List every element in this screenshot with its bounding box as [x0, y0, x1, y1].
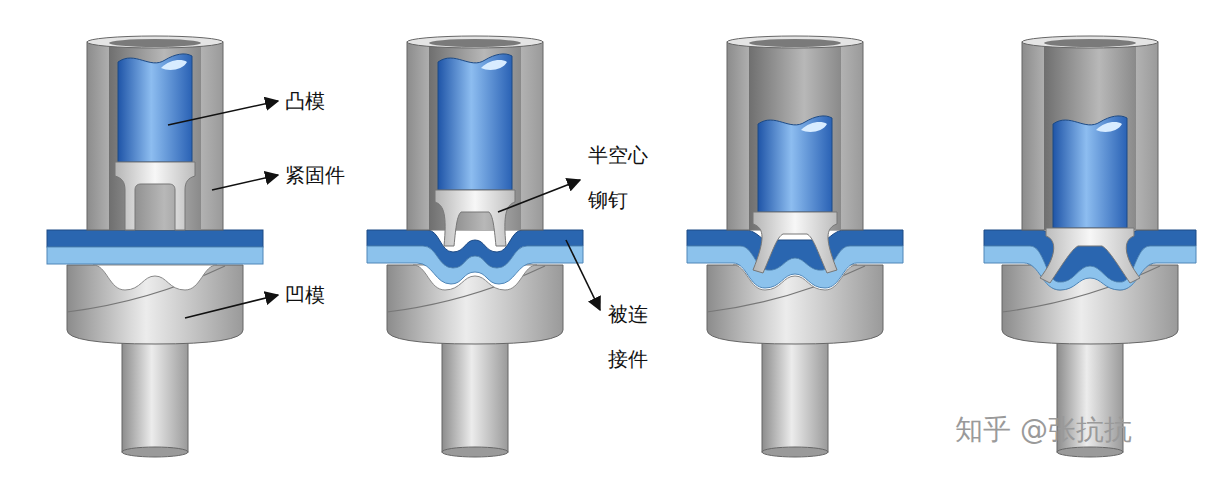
- punch: [758, 116, 832, 212]
- stage-2: [367, 36, 583, 457]
- stage-4: [984, 36, 1196, 457]
- punch: [1053, 116, 1127, 228]
- lower-sheet: [367, 246, 583, 284]
- rivet: [753, 212, 837, 273]
- upper-sheet: [47, 230, 263, 247]
- watermark: 知乎 @张抗抗: [955, 412, 1132, 448]
- part-label: 紧固件: [285, 160, 345, 190]
- part-label: 半空心 铆钉: [588, 133, 654, 223]
- leader-line: [185, 295, 278, 318]
- stage-1: [47, 36, 263, 457]
- rivet: [435, 190, 515, 246]
- lower-sheet: [687, 246, 903, 288]
- rivet: [1040, 228, 1140, 283]
- lower-sheet: [47, 247, 263, 264]
- part-label: 凹模: [285, 280, 325, 310]
- rivet: [115, 162, 195, 230]
- leader-line: [212, 175, 278, 190]
- punch: [118, 54, 192, 162]
- leader-line: [498, 180, 580, 212]
- leader-line: [566, 240, 600, 310]
- part-label: 被连 接件: [608, 292, 658, 382]
- stage-3: [687, 36, 903, 457]
- leader-arrows: [168, 101, 600, 318]
- lower-sheet: [984, 246, 1196, 290]
- punch: [438, 54, 512, 190]
- part-label: 凸模: [285, 86, 325, 116]
- leader-line: [168, 101, 278, 125]
